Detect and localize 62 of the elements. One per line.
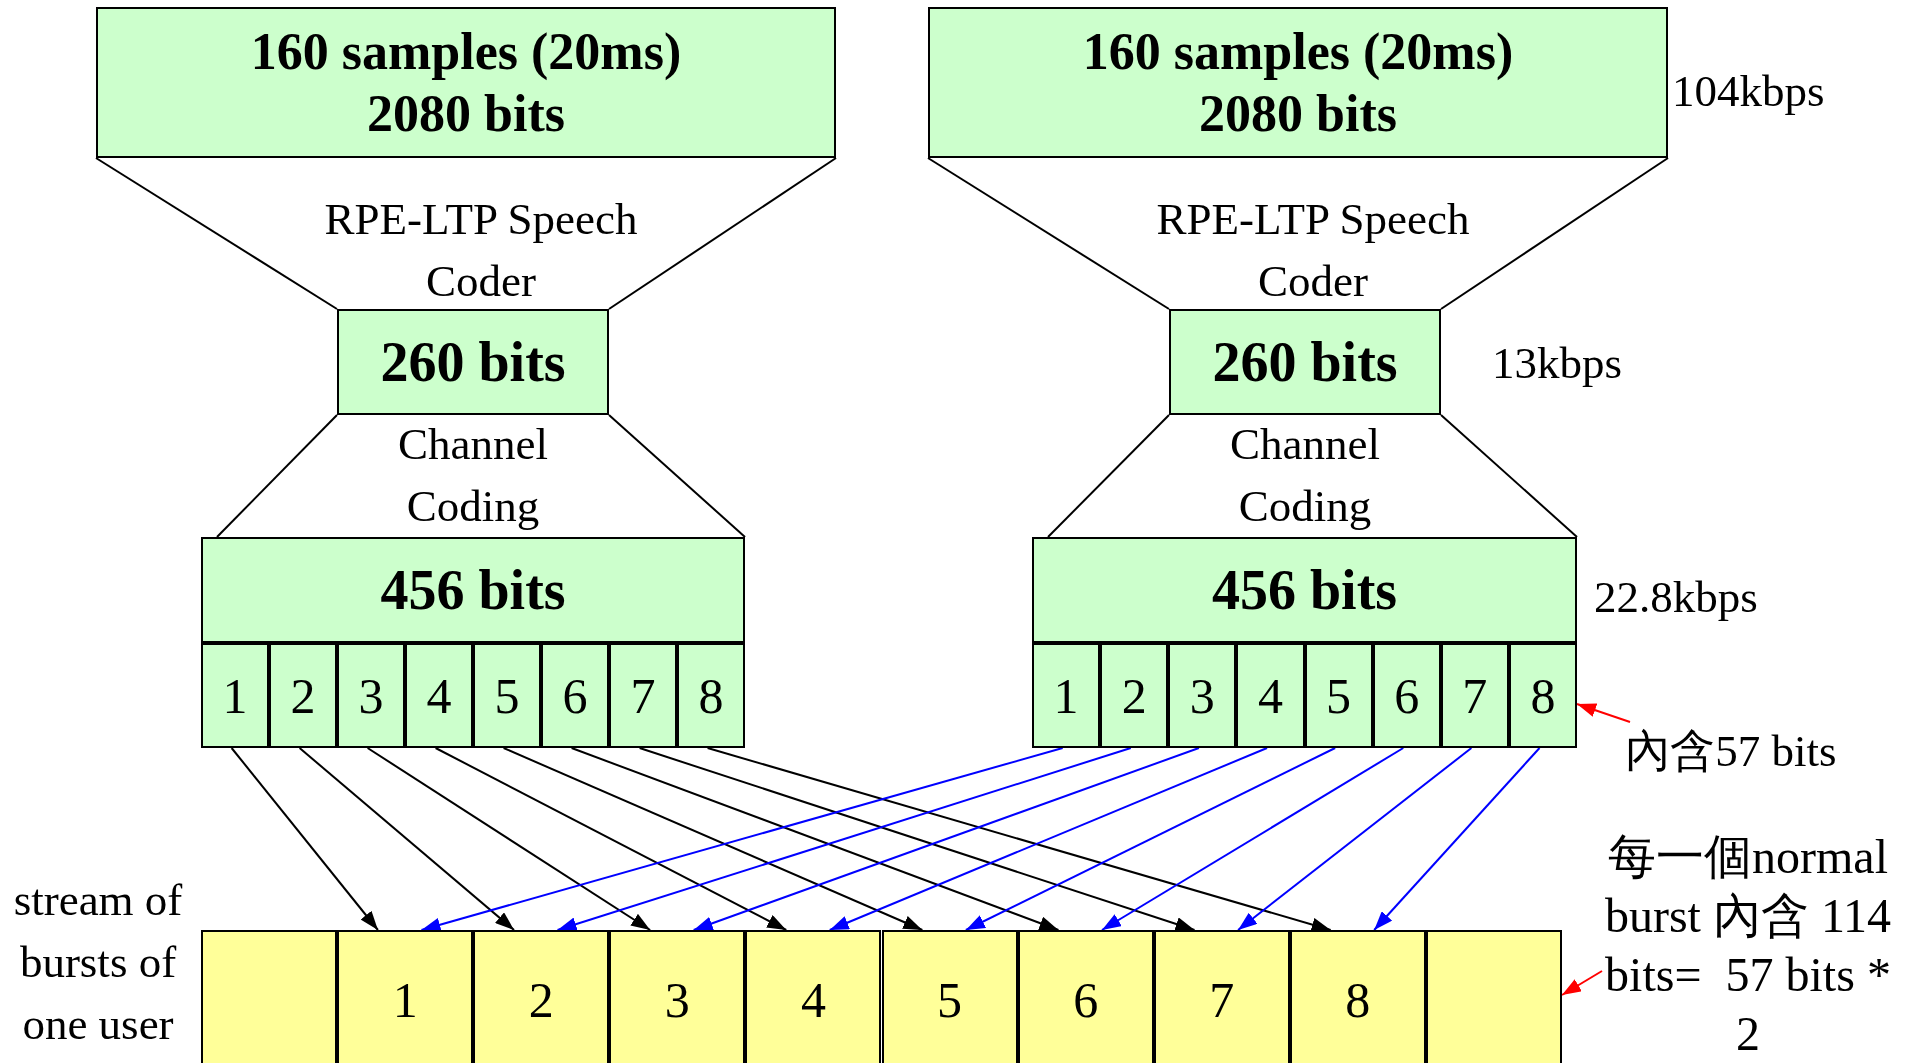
block-cell: 4 [1236,643,1305,748]
burst-cell: 1 [337,930,474,1063]
block-cell: 2 [1100,643,1169,748]
arrow [1237,747,1473,931]
block-cell: 8 [677,643,745,748]
burst-cell: 3 [609,930,746,1063]
coder-label: RPE-LTP Speech Coder [323,193,639,308]
block-cell: 7 [1440,643,1509,748]
stream-label: stream of bursts of one user [12,874,184,1051]
leader-line [1561,970,1603,996]
rate-label: 22.8kbps [1594,571,1759,624]
coder-label: Channel Coding [397,418,549,533]
block-cell: 5 [473,643,541,748]
arrow [434,747,788,931]
funnel-line [1440,157,1669,310]
bits-box: 260 bits [1169,309,1441,415]
funnel-line [95,157,338,310]
funnel-line [608,414,746,538]
sample-box: 160 samples (20ms) 2080 bits [96,7,836,158]
arrow [706,747,1332,932]
arrow [502,747,924,931]
block-cell: 4 [405,643,473,748]
block-cell: 6 [1372,643,1441,748]
block-cell: 1 [201,643,269,748]
arrow [1101,747,1405,931]
block-cell: 8 [1508,643,1577,748]
coder-label: Channel Coding [1229,418,1381,533]
bits-box: 260 bits [337,309,609,415]
bits-box: 456 bits [1032,537,1577,643]
block-cell: 1 [1032,643,1101,748]
arrow [366,747,652,931]
arrow [230,747,379,931]
annotation-text: 每一個normal burst 內含 114 bits= 57 bits * 2 [1602,826,1894,1063]
funnel-line [216,414,338,538]
arrow [420,747,1064,932]
block-cell: 2 [269,643,337,748]
funnel-line [927,157,1170,310]
sample-box: 160 samples (20ms) 2080 bits [928,7,1668,158]
burst-cell: 5 [881,930,1018,1063]
block-cell: 3 [337,643,405,748]
burst-cell: 6 [1017,930,1154,1063]
burst-cell: 4 [745,930,882,1063]
leader-line [1576,703,1631,723]
burst-cell: 2 [473,930,610,1063]
arrow [828,747,1269,931]
arrow [1373,747,1541,931]
rate-label: 104kbps [1672,65,1826,118]
block-cell: 5 [1304,643,1373,748]
bits-box: 456 bits [201,537,745,643]
funnel-line [1440,414,1578,538]
block-cell: 3 [1168,643,1237,748]
block-cell: 7 [609,643,677,748]
coder-label: RPE-LTP Speech Coder [1155,193,1471,308]
burst-cell: 8 [1289,930,1426,1063]
funnel-line [608,157,837,310]
annotation-text: 內含57 bits [1600,722,1862,780]
arrow [964,747,1337,931]
rate-label: 13kbps [1492,337,1623,390]
block-cell: 6 [541,643,609,748]
burst-cell: 7 [1153,930,1290,1063]
arrow [298,747,516,931]
funnel-line [1047,414,1170,538]
